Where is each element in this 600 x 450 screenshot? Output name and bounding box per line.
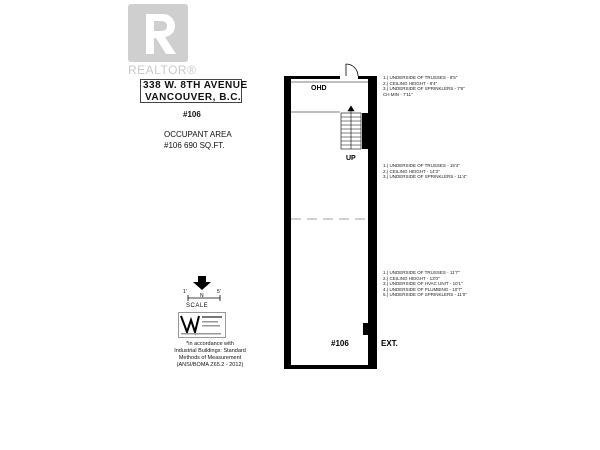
occupant-area-value: #106 690 SQ.FT.: [164, 141, 225, 150]
note-line: 2.) CEILING HEIGHT - 13'0": [383, 275, 440, 281]
accordance-line: Methods of Measurement: [178, 355, 242, 361]
unit-plan-label: #106: [331, 339, 349, 348]
note-line: CH MIN - 7'11": [383, 91, 413, 97]
note-line: 1.) UNDERSIDE OF TRUSSES - 8'5": [383, 75, 458, 80]
north-arrow-scale: N 1' 5': [183, 276, 221, 301]
notes-middle: 1.) UNDERSIDE OF TRUSSES - 15'4" 2.) CEI…: [383, 163, 467, 180]
ohd-label: OHD: [311, 85, 327, 92]
stair-wall: [362, 113, 368, 149]
scale-label: SCALE: [186, 303, 209, 309]
accordance-note: *in accordance with Industrial Buildings…: [168, 341, 252, 369]
note-line: 5.) UNDERSIDE OF SPRINKLERS - 11'0": [383, 292, 467, 298]
accordance-line: Industrial Buildings: Standard: [174, 348, 246, 354]
stairs-up-label: UP: [346, 155, 356, 162]
accordance-line: (ANSI/BOMA Z65.2 - 2012): [176, 362, 244, 368]
unit-number: #106: [183, 110, 201, 119]
north-arrow-icon: [193, 276, 211, 290]
note-line: 2.) CEILING HEIGHT - 14'3": [383, 168, 440, 174]
north-label: N: [200, 293, 204, 299]
note-line: 3.) UNDERSIDE OF SPRINKLERS - 7'6": [383, 86, 465, 92]
exterior-walls: [284, 76, 377, 369]
note-line: 1.) UNDERSIDE OF TRUSSES - 15'4": [383, 163, 460, 168]
stairs: [340, 105, 362, 150]
note-line: 3.) UNDERSIDE OF HVAC UNIT - 10'1": [383, 281, 463, 287]
occupant-area-heading: OCCUPANT AREA: [164, 130, 232, 139]
scale-left-tick: 1': [183, 289, 187, 295]
address-line-2: VANCOUVER, B.C.: [145, 92, 242, 103]
realtor-logo: [128, 4, 188, 62]
scale-right-tick: 5': [217, 289, 221, 295]
notes-top: 1.) UNDERSIDE OF TRUSSES - 8'5" 2.) CEIL…: [383, 75, 465, 97]
note-line: 1.) UNDERSIDE OF TRUSSES - 11'7": [383, 270, 460, 275]
measurer-logo: [178, 312, 226, 338]
note-line: 2.) CEILING HEIGHT - 8'4": [383, 80, 438, 86]
door-swing: [345, 63, 359, 77]
note-line: 4.) UNDERSIDE OF PLUMBING - 10'7": [383, 286, 463, 292]
address-box: [140, 79, 242, 103]
notes-bottom: 1.) UNDERSIDE OF TRUSSES - 11'7" 2.) CEI…: [383, 270, 467, 298]
address-line-1: 338 W. 8TH AVENUE: [143, 80, 248, 91]
note-line: 3.) UNDERSIDE OF SPRINKLERS - 11'4": [383, 174, 467, 180]
exit-door: [363, 323, 372, 335]
exit-label: EXT.: [381, 339, 398, 348]
accordance-line: *in accordance with: [186, 341, 234, 347]
realtor-logo-text: REALTOR®: [128, 63, 197, 77]
